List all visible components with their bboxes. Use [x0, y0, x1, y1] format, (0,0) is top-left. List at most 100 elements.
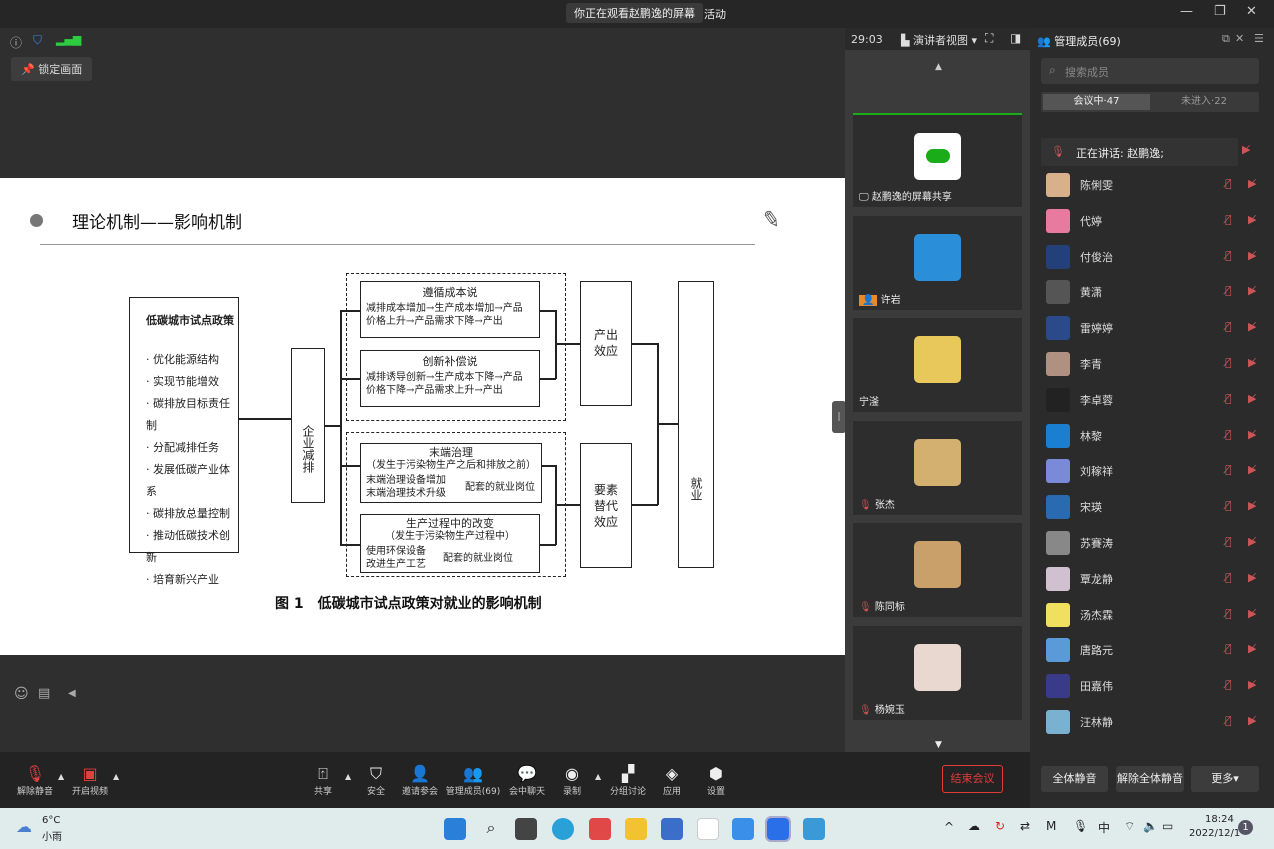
record-options-caret[interactable]: ▲ — [595, 772, 602, 781]
member-row[interactable]: 陈俐雯🎙̸▶̸ — [1046, 169, 1258, 199]
chat-button[interactable]: 💬会中聊天 — [497, 764, 557, 797]
video-tile[interactable]: 👤 许岩 — [853, 216, 1022, 310]
invite-button[interactable]: 👤邀请参会 — [390, 764, 450, 797]
volume-icon[interactable]: 🔈 — [1143, 819, 1158, 833]
video-tile[interactable]: 🎙 张杰 — [853, 421, 1022, 515]
member-row[interactable]: 刘稼祥🎙̸▶̸ — [1046, 455, 1258, 485]
close-button[interactable]: ✕ — [1246, 4, 1257, 19]
cloud-app-icon[interactable] — [732, 818, 754, 840]
mic-off-icon[interactable]: 🎙̸ — [1225, 535, 1232, 548]
search-icon[interactable]: ⌕ — [486, 818, 496, 837]
store-icon[interactable] — [661, 818, 683, 840]
camera-off-icon[interactable]: ▶̸ — [1248, 320, 1257, 334]
more-button[interactable]: 更多▾ — [1191, 766, 1259, 792]
audio-options-caret[interactable]: ▲ — [58, 772, 65, 781]
sync-icon[interactable]: ↻ — [995, 819, 1006, 833]
start-video-button[interactable]: ▣开启视频 — [60, 764, 120, 797]
camera-off-icon[interactable]: ▶̸ — [1248, 356, 1257, 369]
apps-button[interactable]: ◈应用 — [642, 764, 702, 797]
reaction-icon[interactable]: ☺ — [14, 686, 29, 702]
shield-icon[interactable]: ⛉ — [33, 33, 43, 47]
meeting-tray-icon[interactable]: M — [1046, 819, 1057, 833]
ime-indicator[interactable]: 中 — [1098, 821, 1111, 835]
task-view-icon[interactable] — [515, 818, 537, 840]
video-tile[interactable]: 宁滏 — [853, 318, 1022, 412]
notification-badge[interactable]: 1 — [1238, 820, 1253, 835]
member-row[interactable]: 李青🎙̸▶̸ — [1046, 348, 1258, 378]
close-panel-icon[interactable]: ✕ — [1235, 32, 1245, 45]
tab-in-meeting[interactable]: 会议中·47 — [1043, 94, 1150, 110]
mic-off-icon[interactable]: 🎙̸ — [1225, 320, 1232, 334]
camera-off-icon[interactable]: ▶̸ — [1248, 678, 1257, 692]
signal-icon[interactable]: ▂▄▆ — [56, 33, 82, 46]
unmute-all-button[interactable]: 解除全体静音 — [1116, 766, 1184, 792]
scroll-down-icon[interactable]: ▼ — [935, 740, 942, 750]
camera-off-icon[interactable]: ▶̸ — [1248, 535, 1257, 548]
camera-off-icon[interactable]: ▶̸ — [1248, 391, 1257, 405]
edge-icon[interactable] — [552, 818, 574, 840]
member-row[interactable]: 李卓蓉🎙̸▶̸ — [1046, 384, 1258, 414]
camera-off-icon[interactable]: ▶̸ — [1248, 427, 1257, 441]
app-icon[interactable] — [589, 818, 611, 840]
camera-off-icon[interactable]: ▶̸ — [1248, 463, 1257, 477]
layout-icon[interactable]: ◨ — [1010, 31, 1022, 45]
mic-off-icon[interactable]: 🎙̸ — [1225, 606, 1232, 620]
settings-button[interactable]: ⬢设置 — [686, 764, 746, 797]
view-mode-dropdown[interactable]: ▙ 演讲者视图 ▾ — [901, 34, 977, 47]
search-input[interactable]: ⌕ 搜索成员 — [1041, 58, 1259, 84]
mic-off-icon[interactable]: 🎙̸ — [1225, 499, 1232, 513]
camera-off-icon[interactable]: ▶̸ — [1248, 284, 1257, 298]
video-tile[interactable]: 🎙 杨婉玉 — [853, 626, 1022, 720]
tray-expand-icon[interactable]: ^ — [944, 820, 955, 834]
wifi-icon[interactable]: ⌔ — [1124, 819, 1136, 833]
mic-off-icon[interactable]: 🎙̸ — [1225, 177, 1232, 190]
mute-all-button[interactable]: 全体静音 — [1041, 766, 1108, 792]
onedrive-icon[interactable]: ☁ — [968, 819, 980, 833]
pen-icon[interactable]: ✎ — [759, 206, 783, 235]
mic-off-icon[interactable]: 🎙̸ — [1225, 391, 1232, 405]
mic-off-icon[interactable]: 🎙̸ — [1225, 642, 1232, 656]
member-row[interactable]: 黄潇🎙̸▶̸ — [1046, 276, 1258, 306]
record-button[interactable]: ◉录制 — [542, 764, 602, 797]
breakout-button[interactable]: ▞分组讨论 — [598, 764, 658, 797]
member-row[interactable]: 唐路元🎙̸▶̸ — [1046, 634, 1258, 664]
mic-off-icon[interactable]: 🎙̸ — [1225, 570, 1232, 584]
security-button[interactable]: ⛉安全 — [346, 764, 406, 797]
popout-icon[interactable]: ⧉ — [1222, 32, 1230, 45]
camera-off-icon[interactable]: ▶̸ — [1248, 499, 1257, 513]
scroll-up-icon[interactable]: ▲ — [935, 62, 942, 72]
tencent-meeting-icon[interactable] — [765, 816, 791, 842]
video-panel-toggle[interactable]: ❘ — [832, 401, 846, 433]
member-row[interactable]: 宋瑛🎙̸▶̸ — [1046, 491, 1258, 521]
camera-off-icon[interactable]: ▶̸ — [1248, 248, 1257, 262]
mic-off-icon[interactable]: 🎙̸ — [1225, 284, 1232, 298]
app-icon[interactable] — [803, 818, 825, 840]
end-meeting-button[interactable]: 结束会议 — [942, 765, 1003, 793]
mic-icon[interactable]: 🎙 — [1073, 819, 1089, 833]
member-row[interactable]: 林黎🎙̸▶̸ — [1046, 420, 1258, 450]
video-options-caret[interactable]: ▲ — [113, 772, 120, 781]
video-tile[interactable]: 🖵 赵鹏逸的屏幕共享 — [853, 113, 1022, 207]
battery-icon[interactable]: ▭ — [1162, 819, 1174, 833]
member-row[interactable]: 田嘉伟🎙̸▶̸ — [1046, 670, 1258, 700]
mic-off-icon[interactable]: 🎙̸ — [1225, 248, 1232, 262]
folder-icon[interactable] — [625, 818, 647, 840]
camera-off-icon[interactable]: ▶̸ — [1248, 177, 1257, 190]
member-row[interactable]: 汪林静🎙̸▶̸ — [1046, 706, 1258, 736]
member-row[interactable]: 雷婷婷🎙̸▶̸ — [1046, 312, 1258, 342]
clock-date[interactable]: 2022/12/1 — [1189, 828, 1241, 839]
minimize-button[interactable]: — — [1180, 4, 1193, 19]
member-row[interactable]: 付俊治🎙̸▶̸ — [1046, 241, 1258, 271]
restore-button[interactable]: ❐ — [1214, 4, 1226, 19]
mic-off-icon[interactable]: 🎙̸ — [1225, 678, 1232, 692]
mic-off-icon[interactable]: 🎙̸ — [1225, 714, 1232, 727]
mic-off-icon[interactable]: 🎙̸ — [1225, 463, 1232, 477]
mic-off-icon[interactable]: 🎙̸ — [1225, 427, 1232, 441]
lock-screen-button[interactable]: 📌 锁定画面 — [11, 57, 93, 81]
control-icon[interactable]: ⇄ — [1020, 819, 1031, 833]
start-icon[interactable] — [444, 818, 466, 840]
member-row[interactable]: 汤杰霖🎙̸▶̸ — [1046, 599, 1258, 629]
camera-off-icon[interactable]: ▶̸ — [1248, 212, 1257, 226]
camera-off-icon[interactable]: ▶̸ — [1248, 570, 1257, 584]
share-button[interactable]: ⍐共享 — [293, 764, 353, 797]
